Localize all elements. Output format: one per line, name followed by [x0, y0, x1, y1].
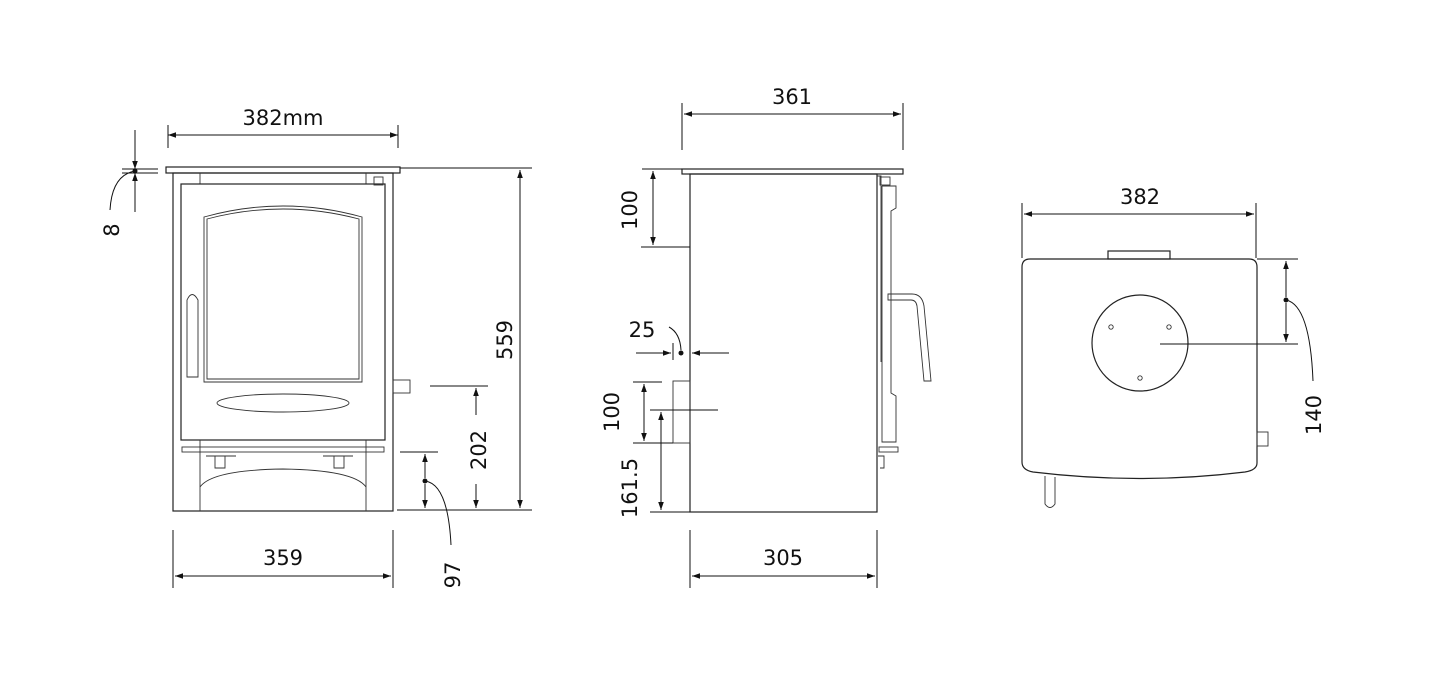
door [180, 183, 386, 441]
door-handle [186, 294, 199, 378]
dim-top-plate: 8 [100, 223, 124, 236]
dim-front-width-top: 382mm [243, 106, 324, 130]
stove-body [689, 173, 878, 513]
dim-rear-flue-height: 161.5 [618, 458, 642, 518]
dim-outlet-height: 202 [467, 430, 491, 470]
dim-flue-offset: 25 [629, 318, 656, 342]
flue-outlet [1091, 294, 1189, 392]
air-control-knob [1256, 431, 1269, 447]
rear-flue-collar [1107, 250, 1171, 260]
handle-end [1044, 476, 1056, 508]
dim-rear-flue-size: 100 [600, 392, 624, 432]
side-handle [887, 293, 932, 382]
side-view: 361 100 25 100 161.5 305 [600, 85, 932, 588]
top-view: 382 140 [1021, 185, 1326, 508]
door-profile [877, 175, 897, 443]
air-vent [216, 393, 350, 413]
air-control-knob [392, 379, 411, 394]
stove-body [172, 172, 394, 512]
dim-flue-center: 140 [1302, 395, 1326, 435]
dim-flue-from-top: 100 [618, 190, 642, 230]
dim-body-depth: 305 [763, 546, 803, 570]
dim-height: 559 [493, 320, 517, 360]
rear-flue-outlet [672, 380, 691, 444]
top-plate [165, 166, 401, 174]
front-view: 382mm 8 559 202 97 359 [100, 106, 532, 588]
dim-air-inlet: 97 [441, 562, 465, 589]
top-plate [681, 168, 904, 175]
ash-lip [181, 446, 385, 453]
dim-depth-top: 361 [772, 85, 812, 109]
glass-window [203, 205, 363, 383]
dim-body-width: 359 [263, 546, 303, 570]
dim-top-width: 382 [1120, 185, 1160, 209]
top-plate-outline [1021, 258, 1258, 480]
